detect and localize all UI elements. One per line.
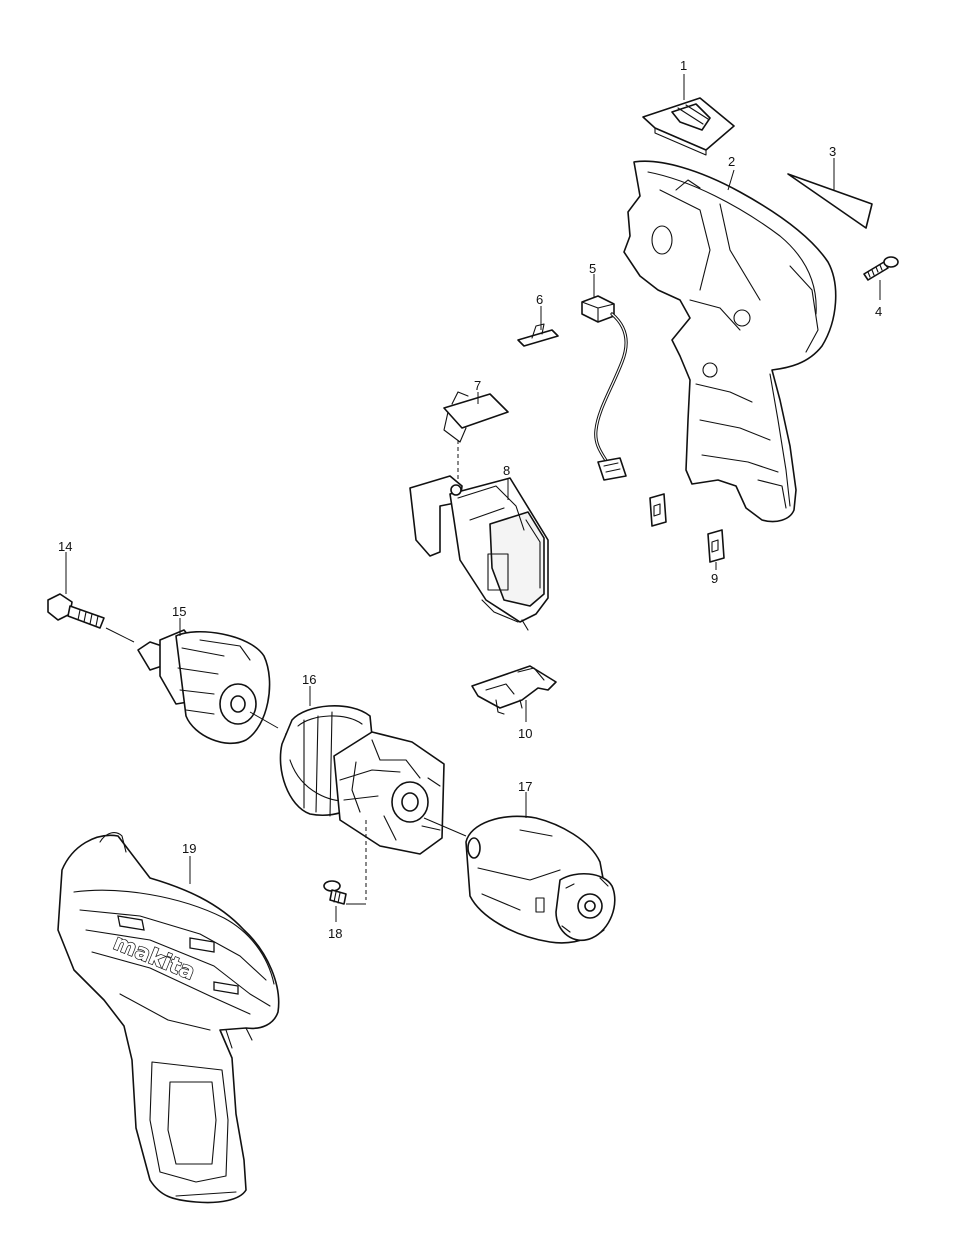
callout-15: 15 xyxy=(172,604,186,619)
part-6-spring-plate[interactable] xyxy=(517,323,559,347)
part-14-chuck-screw[interactable] xyxy=(47,593,105,629)
part-15-keyless-chuck[interactable] xyxy=(137,629,271,745)
callout-10: 10 xyxy=(518,726,532,741)
callout-5: 5 xyxy=(589,261,596,276)
part-16-gear-assembly[interactable] xyxy=(279,705,445,855)
callout-14: 14 xyxy=(58,539,72,554)
callout-8: 8 xyxy=(503,463,510,478)
callout-1: 1 xyxy=(680,58,687,73)
callout-3: 3 xyxy=(829,144,836,159)
callout-7: 7 xyxy=(474,378,481,393)
part-18-pan-screw[interactable] xyxy=(323,880,347,905)
part-8-switch-unit[interactable] xyxy=(409,475,549,631)
part-19-housing-set[interactable]: makita xyxy=(57,832,280,1204)
part-5-lead-wire[interactable] xyxy=(581,295,628,481)
part-7-switch-button[interactable] xyxy=(443,391,509,443)
callout-17: 17 xyxy=(518,779,532,794)
part-1-lever-cap[interactable] xyxy=(642,97,735,156)
callout-2: 2 xyxy=(728,154,735,169)
callout-6: 6 xyxy=(536,292,543,307)
callout-9: 9 xyxy=(711,571,718,586)
part-4-tapping-screw[interactable] xyxy=(863,256,899,281)
part-17-dc-motor[interactable] xyxy=(465,815,616,944)
part-3-name-plate[interactable] xyxy=(787,173,873,229)
callout-19: 19 xyxy=(182,841,196,856)
part-9-terminal[interactable] xyxy=(649,493,725,563)
part-10-holder-plate[interactable] xyxy=(471,665,557,715)
callout-16: 16 xyxy=(302,672,316,687)
callout-18: 18 xyxy=(328,926,342,941)
callout-4: 4 xyxy=(875,304,882,319)
part-2-housing[interactable] xyxy=(623,160,837,523)
